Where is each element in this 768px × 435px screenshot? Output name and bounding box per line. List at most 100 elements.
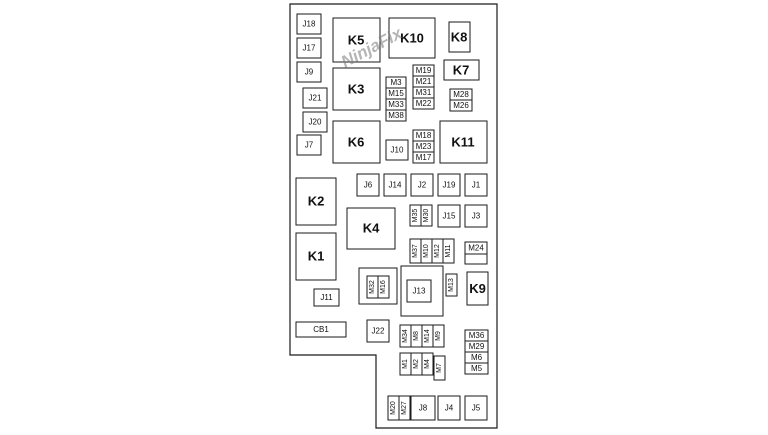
fuse-m27: M27 (398, 395, 411, 421)
fuse-j6: J6 (356, 173, 380, 197)
svg-text:J21: J21 (309, 94, 322, 103)
svg-text:M11: M11 (445, 244, 452, 257)
fuse-m6: M6 (464, 351, 489, 364)
fuse-m11: M11 (442, 238, 455, 264)
svg-text:M12: M12 (434, 244, 441, 258)
svg-text:J3: J3 (472, 212, 481, 221)
svg-text:M7: M7 (436, 363, 443, 373)
svg-text:K6: K6 (348, 135, 365, 150)
svg-text:J20: J20 (309, 118, 322, 127)
circuit-breaker-cb1: CB1 (295, 321, 347, 338)
relay-k2: K2 (295, 177, 337, 226)
svg-text:M22: M22 (416, 99, 432, 108)
svg-text:M15: M15 (388, 89, 404, 98)
svg-text:K11: K11 (451, 135, 474, 150)
svg-text:M30: M30 (423, 209, 430, 223)
svg-text:K10: K10 (400, 31, 424, 46)
fuse-m14: M14 (421, 324, 434, 348)
svg-text:M18: M18 (416, 131, 432, 140)
relay-k8: K8 (448, 21, 471, 53)
svg-text:K5: K5 (348, 33, 365, 48)
relay-k6: K6 (332, 120, 381, 164)
fuse-j22: J22 (366, 319, 390, 343)
svg-text:M1: M1 (402, 359, 409, 369)
fuse-j18: J18 (296, 13, 322, 35)
svg-text:M6: M6 (471, 353, 483, 362)
svg-text:M20: M20 (390, 401, 397, 415)
svg-text:M31: M31 (416, 88, 432, 97)
fuse-m29: M29 (464, 340, 489, 353)
fuse-m28: M28 (449, 88, 473, 101)
svg-text:M5: M5 (471, 364, 483, 373)
fuse-j10: J10 (385, 139, 409, 161)
svg-text:M36: M36 (469, 331, 485, 340)
svg-text:M34: M34 (402, 329, 409, 343)
fuse-m38: M38 (385, 109, 407, 122)
svg-text:J13: J13 (413, 287, 426, 296)
relay-k4: K4 (346, 207, 396, 250)
fuse-j9: J9 (296, 61, 322, 83)
fuse-j3: J3 (464, 204, 488, 228)
relay-k7: K7 (443, 59, 480, 81)
svg-text:K4: K4 (363, 221, 380, 236)
svg-text:M14: M14 (424, 329, 431, 343)
fuse-m24: M24 (464, 241, 488, 265)
svg-text:K7: K7 (453, 63, 470, 78)
svg-text:M37: M37 (412, 244, 419, 258)
svg-text:M2: M2 (413, 359, 420, 369)
fuse-m23: M23 (412, 140, 435, 153)
svg-text:M10: M10 (423, 244, 430, 258)
svg-text:M29: M29 (469, 342, 485, 351)
fuse-m9: M9 (432, 324, 445, 348)
fuse-m15: M15 (385, 87, 407, 100)
fuse-m3: M3 (385, 76, 407, 89)
svg-text:M26: M26 (453, 101, 469, 110)
svg-text:J5: J5 (472, 404, 481, 413)
fuse-j14: J14 (383, 173, 407, 197)
fuse-j7: J7 (296, 134, 322, 156)
svg-text:M35: M35 (412, 209, 419, 223)
svg-text:K8: K8 (451, 30, 468, 45)
fuse-m8: M8 (410, 324, 423, 348)
fuse-m35: M35 (409, 204, 422, 227)
fuse-m33: M33 (385, 98, 407, 111)
fuse-m4: M4 (421, 352, 434, 376)
fuse-m13: M13 (445, 273, 458, 297)
fuse-m21: M21 (412, 75, 435, 88)
fuse-j5: J5 (464, 395, 488, 421)
svg-text:K9: K9 (469, 281, 486, 296)
svg-text:J6: J6 (364, 181, 373, 190)
svg-text:J4: J4 (445, 404, 454, 413)
fuse-m36: M36 (464, 329, 489, 342)
svg-text:J19: J19 (443, 181, 456, 190)
fuse-m31: M31 (412, 86, 435, 99)
svg-text:J11: J11 (320, 293, 333, 302)
fuse-m18: M18 (412, 129, 435, 142)
svg-text:K1: K1 (308, 249, 325, 264)
fuse-j13: J13 (406, 279, 432, 303)
fuse-m19: M19 (412, 64, 435, 77)
fuse-m5: M5 (464, 362, 489, 375)
svg-text:J18: J18 (303, 20, 316, 29)
fuse-m26: M26 (449, 99, 473, 112)
relay-k9: K9 (466, 271, 489, 306)
svg-text:M24: M24 (468, 244, 484, 253)
svg-text:J7: J7 (305, 141, 314, 150)
svg-text:M9: M9 (435, 331, 442, 341)
svg-text:J14: J14 (389, 181, 402, 190)
svg-text:J2: J2 (418, 181, 427, 190)
fuse-m2: M2 (410, 352, 423, 376)
svg-text:M16: M16 (380, 280, 387, 294)
fuse-j20: J20 (302, 111, 328, 133)
svg-text:K2: K2 (308, 194, 325, 209)
svg-text:M3: M3 (390, 78, 402, 87)
relay-k5: K5 (332, 17, 381, 63)
fuse-m32: M32 (366, 275, 379, 299)
svg-text:J10: J10 (391, 146, 404, 155)
fuse-j21: J21 (302, 87, 328, 109)
fuse-m22: M22 (412, 97, 435, 110)
fuse-m37: M37 (409, 238, 422, 264)
svg-text:J1: J1 (472, 181, 481, 190)
svg-text:M4: M4 (424, 359, 431, 369)
fuse-m10: M10 (420, 238, 433, 264)
